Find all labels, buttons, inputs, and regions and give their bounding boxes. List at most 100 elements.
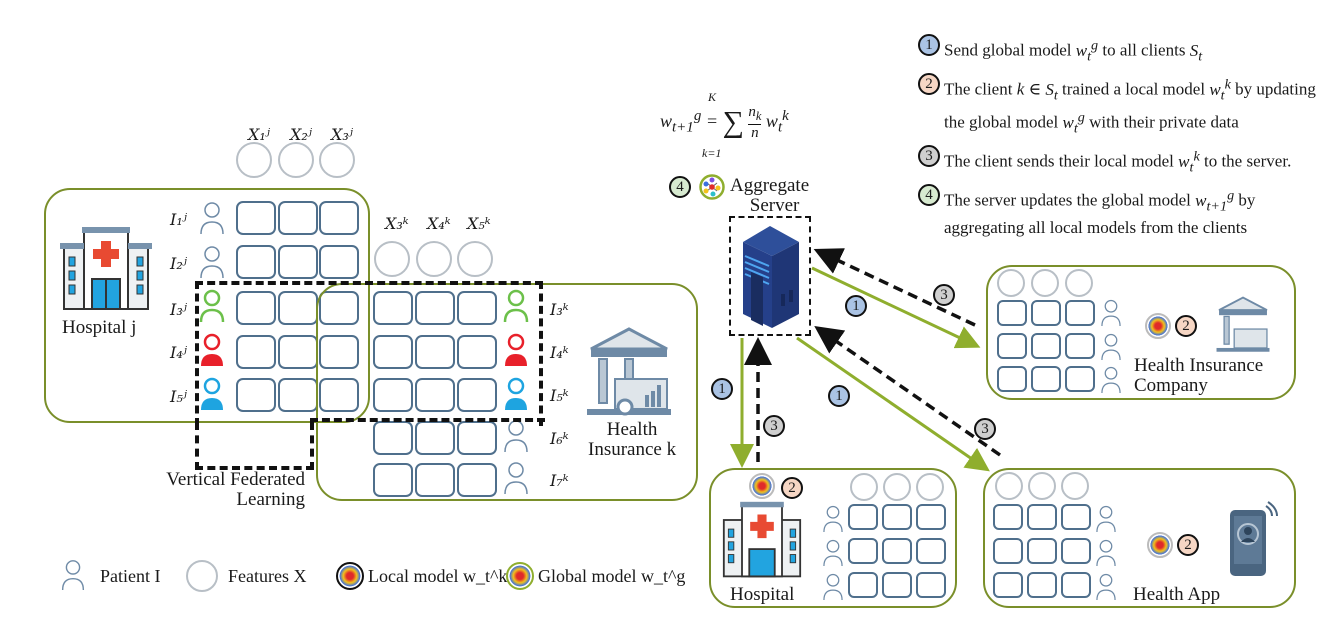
hospital-icon: [722, 501, 802, 578]
syringe-icon: [883, 473, 911, 501]
feature-label-x5-k: X₅ᵏ: [467, 214, 491, 233]
local-model-legend-icon: [336, 562, 364, 590]
cell: [415, 421, 455, 455]
arrow-badge-1-hospital: 1: [711, 378, 733, 400]
cell: [993, 572, 1023, 598]
patient-label-3-k: I₃ᵏ: [550, 300, 569, 319]
client-label-hospital: Hospital: [730, 584, 795, 605]
cell: [997, 366, 1027, 392]
patient-avatar: [1101, 333, 1121, 360]
legend-global-model: Global model w_t^g: [538, 566, 686, 586]
cell: [1061, 572, 1091, 598]
patient-avatar-1-j: [200, 202, 224, 234]
arrow-local-from-insurance-company: [813, 248, 976, 327]
patient-avatar-5-j: [201, 377, 223, 410]
cell: [373, 463, 413, 497]
cell: [1061, 538, 1091, 564]
steps-list: 1 Send global model wtg to all clients S…: [918, 34, 1317, 245]
arrow-badge-3-insurance: 3: [933, 284, 955, 306]
patient-label-4-j: I₄ʲ: [170, 343, 187, 362]
patient-avatar: [1101, 366, 1121, 393]
patient-avatar: [823, 573, 843, 600]
cell: [415, 463, 455, 497]
patient-avatar: [1096, 573, 1116, 600]
cell: [882, 572, 912, 598]
cell: [1061, 504, 1091, 530]
insurance-building-icon: [587, 327, 671, 416]
patient-avatar: [1096, 505, 1116, 532]
step-2: 2 The client k ∈ St trained a local mode…: [918, 73, 1317, 139]
medicine-icon: [916, 473, 944, 501]
cell: [457, 463, 497, 497]
cell: [993, 538, 1023, 564]
cell: [457, 378, 497, 412]
patient-avatar: [1101, 299, 1121, 326]
cell: [848, 572, 878, 598]
cell: [1031, 300, 1061, 326]
cash-icon: [1031, 269, 1059, 297]
piggy-bank-icon: [997, 269, 1025, 297]
cell: [278, 335, 318, 369]
thermometer-icon: [374, 241, 410, 277]
insurance-building-icon: [1216, 296, 1270, 352]
iv-drip-icon: [850, 473, 878, 501]
cell: [236, 201, 276, 235]
insurance-k-label: Health Insurance k: [588, 419, 677, 460]
cell: [319, 335, 359, 369]
patient-avatar-5-k: [505, 377, 527, 410]
step-badge-2: 2: [918, 73, 940, 96]
patient-label-5-j: I₅ʲ: [170, 387, 187, 406]
cell: [319, 378, 359, 412]
cell: [373, 378, 413, 412]
cell: [848, 504, 878, 530]
cell: [236, 378, 276, 412]
patient-label-6-k: I₆ᵏ: [550, 429, 569, 448]
step-badge-4: 4: [918, 184, 940, 207]
cell: [415, 335, 455, 369]
cell: [278, 201, 318, 235]
cell: [373, 335, 413, 369]
client-panel-insurance-company: [986, 265, 1296, 400]
cell: [993, 504, 1023, 530]
patient-avatar: [1096, 539, 1116, 566]
vfl-overlap-region-bottom-left: [195, 422, 314, 470]
cell: [319, 201, 359, 235]
patient-avatar-2-j: [200, 246, 224, 278]
vfl-overlap-region-top: [195, 281, 543, 426]
local-model-icon: [1147, 532, 1173, 558]
cell: [415, 378, 455, 412]
global-model-legend-icon: [506, 562, 534, 590]
cell: [457, 421, 497, 455]
feature-label-x3-j: X₃ʲ: [331, 125, 354, 144]
features-icon: [186, 560, 218, 592]
patient-avatar-7-k: [504, 462, 528, 494]
patient-label-5-k: I₅ᵏ: [550, 386, 569, 405]
legend-patient: Patient I: [100, 566, 161, 586]
arrow-badge-3-app: 3: [974, 418, 996, 440]
step-4-text: The server updates the global model wt+1…: [944, 187, 1256, 238]
iv-drip-icon: [236, 142, 272, 178]
cell: [319, 245, 359, 279]
arrow-badge-1-app: 1: [828, 385, 850, 407]
local-model-icon: [1145, 313, 1171, 339]
arrow-local-from-health-app: [814, 326, 1001, 457]
feature-label-x2-j: X₂ʲ: [290, 125, 313, 144]
hospital-j-label: Hospital j: [62, 317, 137, 338]
cell: [278, 245, 318, 279]
step-badge-1: 1: [918, 34, 940, 56]
patient-avatar: [823, 539, 843, 566]
arrow-global-to-insurance-company: [811, 266, 981, 349]
step-1: 1 Send global model wtg to all clients S…: [918, 34, 1317, 67]
client-step-badge: 2: [1177, 534, 1199, 556]
step-1-text: Send global model wtg to all clients St: [944, 37, 1203, 65]
legend-local-model: Local model w_t^k: [368, 566, 508, 586]
coins-icon: [1065, 269, 1093, 297]
global-model-icon: [699, 174, 725, 200]
client-step-badge: 2: [1175, 315, 1197, 337]
patient-avatar: [823, 505, 843, 532]
patient-label-7-k: I₇ᵏ: [550, 471, 569, 490]
cell: [1065, 333, 1095, 359]
patient-avatar-3-k: [503, 289, 529, 322]
hospital-j-panel: [44, 188, 370, 423]
